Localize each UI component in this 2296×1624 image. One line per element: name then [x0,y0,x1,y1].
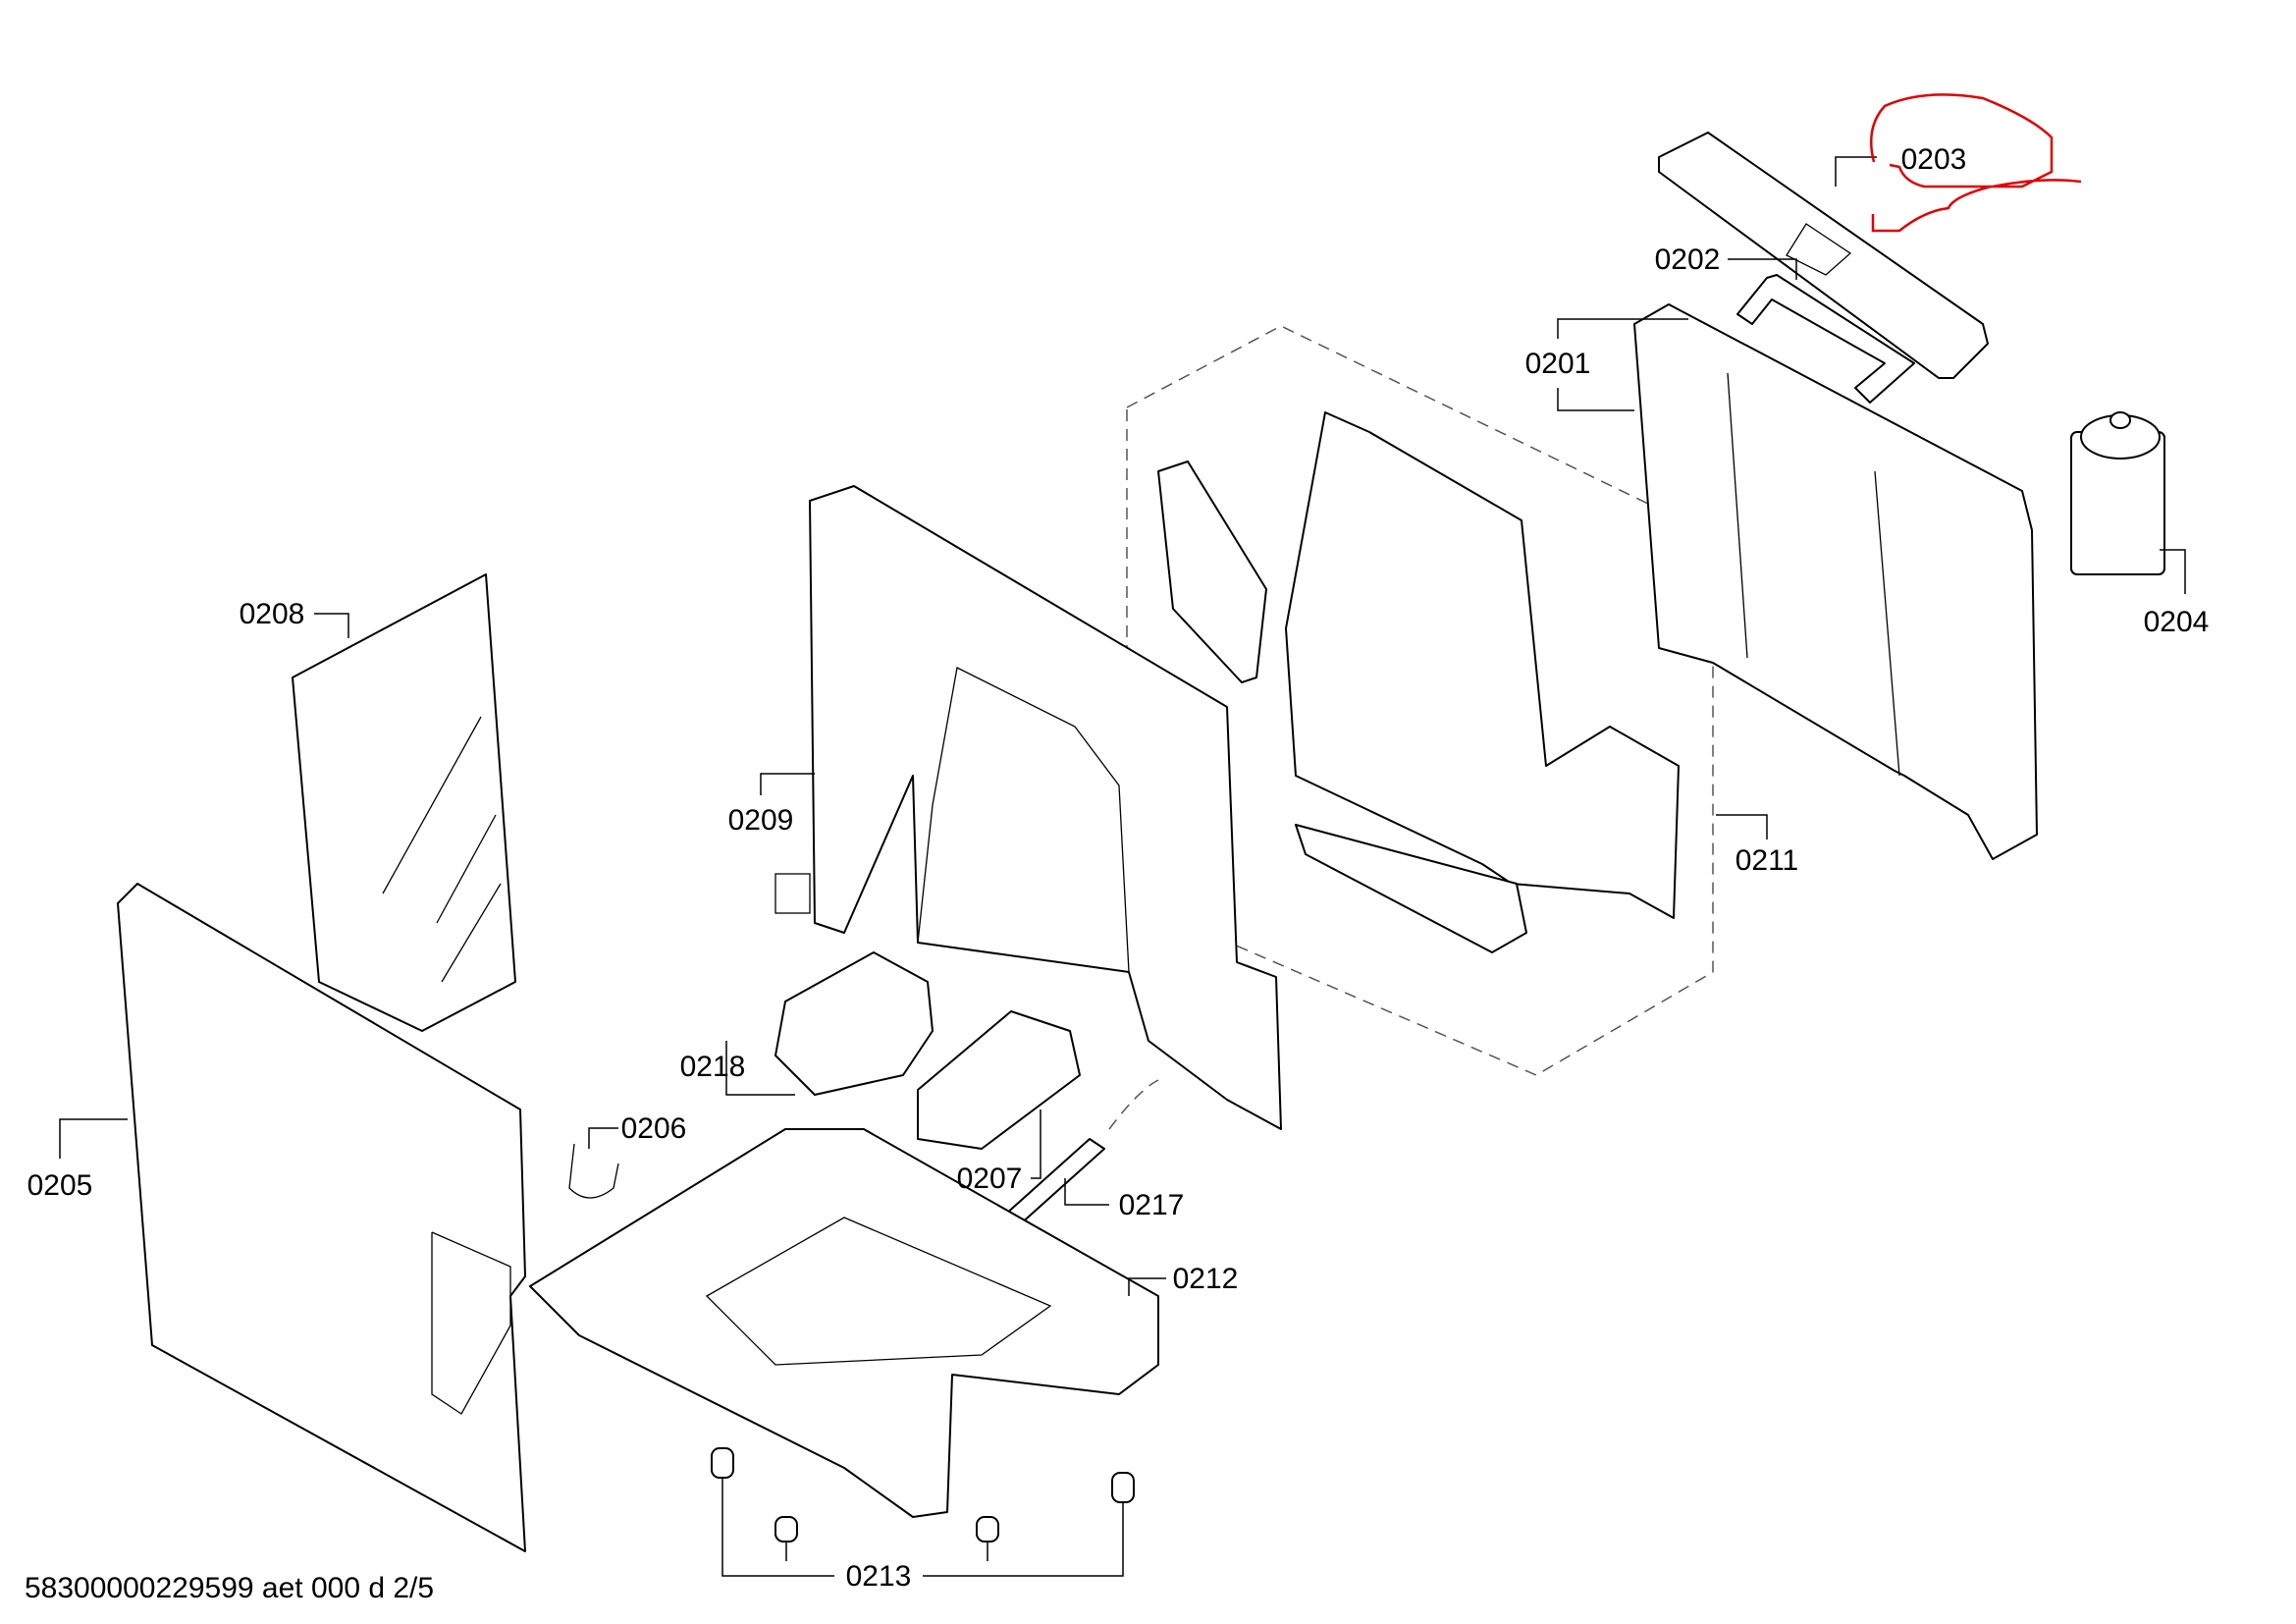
label-0208: 0208 [240,598,305,630]
part-0203-lid [1658,132,1989,379]
label-0203: 0203 [1901,143,1967,176]
part-0207-bracket [917,1010,1081,1150]
part-0204-filter [2070,411,2165,575]
leader-lines [59,156,2186,1577]
part-0201-water-tank [1633,303,2038,860]
red-annotation-circle [1870,93,2082,233]
part-0206-clip [568,1143,619,1199]
part-0212-base-tray [529,1128,1159,1518]
label-0209: 0209 [728,804,794,837]
label-0212: 0212 [1173,1263,1239,1295]
part-0208-rear-panel [292,573,516,1032]
label-0206: 0206 [621,1112,687,1145]
part-0209-frame [774,485,1282,1130]
part-0202-handle [1736,274,1915,404]
assembly-group-outline [1126,325,1714,1076]
label-0201: 0201 [1525,348,1591,380]
part-0213-feet [711,1447,1135,1543]
label-0205: 0205 [27,1169,93,1202]
label-0211: 0211 [1735,844,1799,877]
label-0207: 0207 [957,1163,1023,1195]
part-0218-cover [774,951,934,1096]
label-0204: 0204 [2144,606,2210,638]
label-0218: 0218 [680,1051,746,1083]
part-inner-units [1157,411,1680,953]
part-0205-side-panel [117,883,526,1552]
document-reference: 58300000229599 aet 000 d 2/5 [25,1572,434,1604]
label-0217: 0217 [1119,1189,1185,1221]
label-0213: 0213 [846,1560,912,1593]
label-0202: 0202 [1655,244,1721,276]
